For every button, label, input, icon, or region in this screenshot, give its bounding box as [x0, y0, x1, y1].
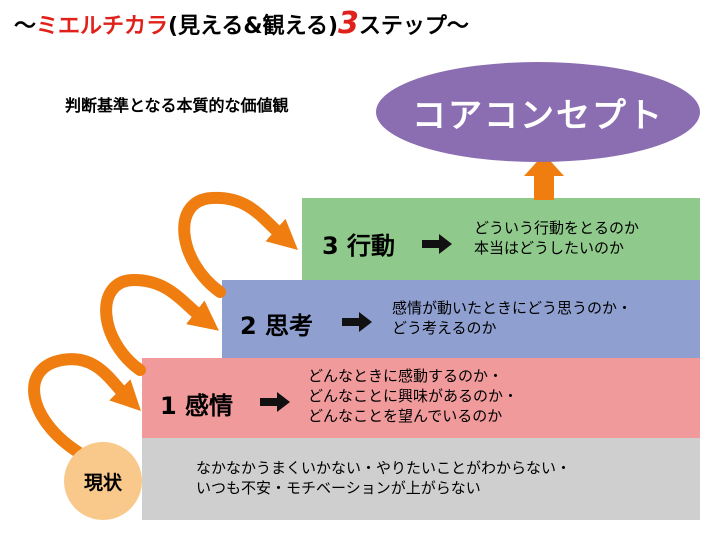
curved-arrow-icon	[100, 273, 219, 376]
right-arrow-icon	[260, 392, 290, 412]
right-arrow-icon	[422, 234, 452, 254]
step-thought-label: 2 思考	[240, 312, 314, 340]
value-tagline: 判断基準となる本質的な価値観	[65, 96, 289, 115]
step-feeling-label: 1 感情	[160, 392, 234, 420]
step-action-label: 3 行動	[322, 232, 396, 260]
step-feeling-desc: どんなときに感動するのか・ どんなことに興味があるのか・ どんなことを望んでいる…	[308, 367, 519, 425]
curved-arrow-icon	[178, 191, 298, 298]
step-feeling-band	[142, 358, 700, 438]
core-concept-label: コアコンセプト	[412, 95, 664, 136]
up-arrow-icon	[524, 154, 564, 200]
step-action-desc: どういう行動をとるのか 本当はどうしたいのか	[474, 219, 640, 257]
step-thought-desc: 感情が動いたときにどう思うのか・ どう考えるのか	[392, 299, 633, 337]
curved-arrow-icon	[28, 353, 141, 458]
step-action-band	[302, 198, 700, 280]
current-state-circle: 現状	[64, 442, 142, 520]
step-thought-band	[222, 280, 700, 358]
right-arrow-icon	[342, 312, 372, 332]
core-concept-ellipse: コアコンセプト	[376, 62, 700, 162]
current-state-label: 現状	[83, 471, 122, 494]
current-state-desc: なかなかうまくいかない・やりたいことがわからない・ いつも不安・モチベーションが…	[196, 459, 572, 497]
current-state-band	[142, 438, 700, 520]
diagram-title: 〜ミエルチカラ(見える&観える)3ステップ〜	[14, 6, 469, 41]
